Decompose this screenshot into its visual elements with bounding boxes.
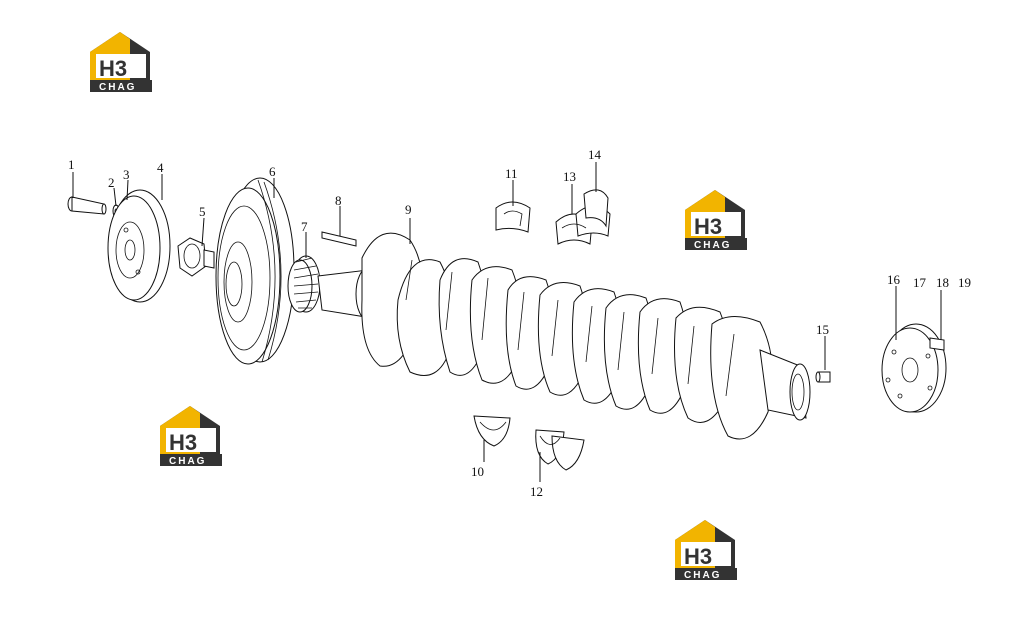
part-dowel-pin (815, 371, 831, 383)
logo-brand-text: CHAG (694, 240, 731, 251)
callout-10: 10 (471, 464, 484, 479)
part-bearing-shell-upper (495, 201, 531, 233)
callout-13: 13 (563, 169, 576, 184)
callout-15: 15 (816, 322, 829, 337)
part-thrust-washer (583, 189, 609, 228)
logo-middle-right: H3 CHAG (685, 190, 747, 251)
callout-6: 6 (269, 164, 276, 179)
logo-brand-text: CHAG (169, 456, 206, 467)
callout-17: 17 (913, 275, 927, 290)
callout-11: 11 (505, 166, 518, 181)
callout-3: 3 (123, 167, 130, 182)
callout-19: 19 (958, 275, 971, 290)
logo-brand-text: CHAG (684, 570, 721, 581)
logo-brand-text: CHAG (99, 82, 136, 93)
callout-4: 4 (157, 160, 164, 175)
leader-lines (72, 162, 942, 482)
callout-5: 5 (199, 204, 206, 219)
callout-16: 16 (887, 272, 901, 287)
logo-mark-text: H3 (169, 430, 197, 455)
part-crankshaft (317, 232, 811, 440)
part-bearing-shell-lower-pair (535, 429, 585, 471)
part-nut (177, 237, 215, 277)
part-flywheel-plate (881, 323, 947, 413)
callout-14: 14 (588, 147, 602, 162)
part-gear (287, 255, 321, 313)
logo-bottom-right: H3 CHAG (675, 520, 737, 581)
callout-1: 1 (68, 157, 75, 172)
part-bearing-shell-lower (473, 415, 511, 447)
logo-top-left: H3 CHAG (90, 32, 152, 93)
part-damper-plate (107, 189, 171, 303)
callout-7: 7 (301, 219, 308, 234)
callout-18: 18 (936, 275, 949, 290)
part-key (321, 231, 357, 247)
logo-mark-text: H3 (99, 56, 127, 81)
part-pulley (215, 177, 295, 365)
logo-mark-text: H3 (684, 544, 712, 569)
logo-middle-left: H3 CHAG (160, 406, 222, 467)
callout-12: 12 (530, 484, 543, 499)
part-bolt (67, 196, 107, 215)
callout-8: 8 (335, 193, 342, 208)
callout-labels: 1 2 3 4 5 6 7 8 9 10 11 12 13 14 15 16 1… (68, 147, 971, 499)
callout-2: 2 (108, 175, 115, 190)
callout-9: 9 (405, 202, 412, 217)
logo-mark-text: H3 (694, 214, 722, 239)
